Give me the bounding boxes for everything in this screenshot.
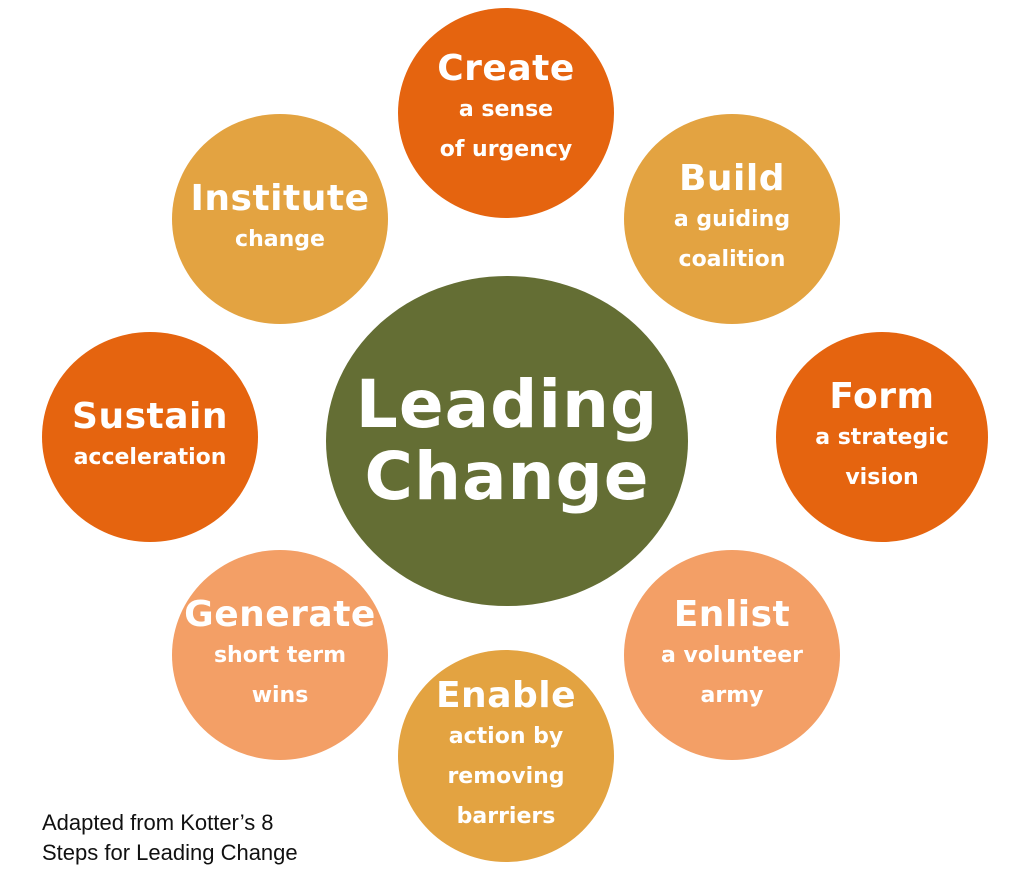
step-enable-sub2: removing — [447, 764, 565, 789]
step-build-circle: Build a guiding coalition — [624, 114, 840, 324]
step-sustain-sub1: acceleration — [73, 445, 227, 470]
step-enlist-title: Enlist — [673, 594, 791, 635]
step-enable-sub1: action by — [448, 724, 564, 749]
step-create-title: Create — [437, 48, 575, 89]
step-enable-sub3: barriers — [456, 804, 556, 829]
step-form-circle: Form a strategic vision — [776, 332, 988, 542]
step-build-sub1: a guiding — [673, 207, 791, 232]
source-caption: Adapted from Kotter’s 8 Steps for Leadin… — [42, 808, 298, 868]
step-sustain-circle: Sustain acceleration — [42, 332, 258, 542]
step-form-sub1: a strategic — [815, 425, 949, 450]
step-institute-circle: Institute change — [172, 114, 388, 324]
step-form-sub2: vision — [845, 465, 919, 490]
step-enable-circle: Enable action by removing barriers — [398, 650, 614, 862]
step-create-sub2: of urgency — [439, 137, 573, 162]
step-build-sub2: coalition — [678, 247, 786, 272]
step-create-circle: Create a sense of urgency — [398, 8, 614, 218]
step-generate-sub2: wins — [251, 683, 309, 708]
step-form-title: Form — [829, 376, 935, 417]
step-build-title: Build — [678, 158, 786, 199]
step-generate-circle: Generate short term wins — [172, 550, 388, 760]
leading-change-circle: Leading Change — [326, 276, 688, 606]
step-institute-title: Institute — [190, 178, 370, 219]
step-sustain-title: Sustain — [72, 396, 228, 437]
step-create-sub1: a sense — [458, 97, 554, 122]
step-institute-sub1: change — [235, 227, 325, 252]
step-enable-title: Enable — [435, 675, 577, 716]
center-title-line1: Leading — [355, 366, 659, 443]
step-enlist-circle: Enlist a volunteer army — [624, 550, 840, 760]
step-generate-title: Generate — [184, 594, 376, 635]
step-generate-sub1: short term — [213, 643, 347, 668]
caption-line1: Adapted from Kotter’s 8 — [42, 810, 274, 835]
caption-line2: Steps for Leading Change — [42, 840, 298, 865]
step-enlist-sub1: a volunteer — [660, 643, 804, 668]
center-title-line2: Change — [364, 438, 650, 515]
step-enlist-sub2: army — [700, 683, 764, 708]
